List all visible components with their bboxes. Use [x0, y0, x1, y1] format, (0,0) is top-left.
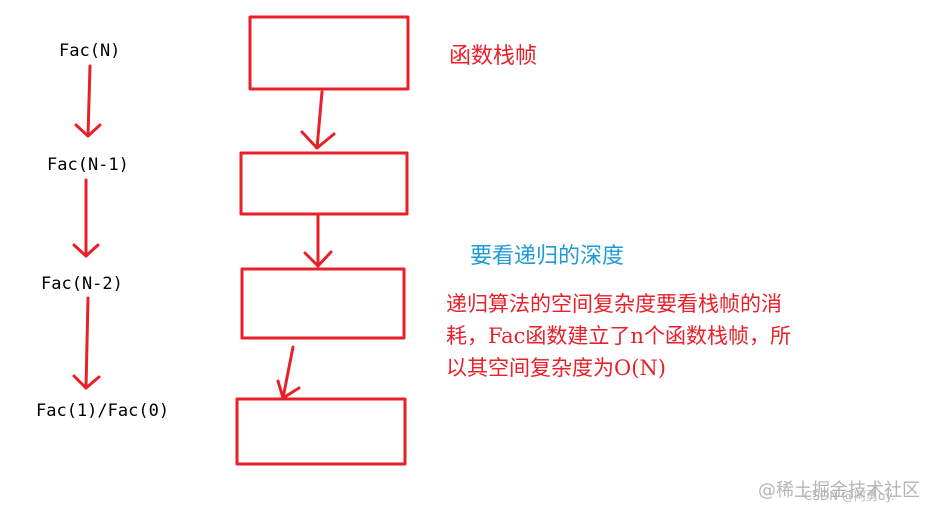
box-arrow [303, 214, 333, 268]
call-arrow [72, 178, 100, 258]
watermark-secondary: CSDN @阿勇oy. [804, 489, 895, 503]
call-label-fac-n-1: Fac(N-1) [47, 155, 129, 175]
call-label-fac-1-fac-0: Fac(1)/Fac(0) [36, 401, 170, 421]
stack-frame-box [239, 151, 409, 216]
stack-frame-box [248, 15, 410, 91]
watermark-primary: @稀土掘金技术社区 [758, 480, 920, 501]
space-complexity-explanation: 递归算法的空间复杂度要看栈帧的消 耗，Fac函数建立了n个函数栈帧，所 以其空间… [446, 288, 916, 384]
recursion-depth-note: 要看递归的深度 [470, 244, 625, 269]
call-label-fac-n-2: Fac(N-2) [41, 274, 123, 294]
explanation-line: 以其空间复杂度为O(N) [446, 356, 666, 380]
stack-frame-title: 函数栈帧 [449, 44, 538, 69]
call-arrow [72, 296, 101, 390]
stack-frame-box [240, 267, 406, 340]
explanation-line: 递归算法的空间复杂度要看栈帧的消 [446, 292, 782, 316]
call-label-fac-n: Fac(N) [59, 41, 121, 61]
call-arrow [74, 64, 102, 138]
stack-frame-box [235, 397, 407, 466]
explanation-line: 耗，Fac函数建立了n个函数栈帧，所 [446, 324, 791, 348]
box-arrow [300, 90, 336, 150]
box-arrow [276, 345, 301, 400]
